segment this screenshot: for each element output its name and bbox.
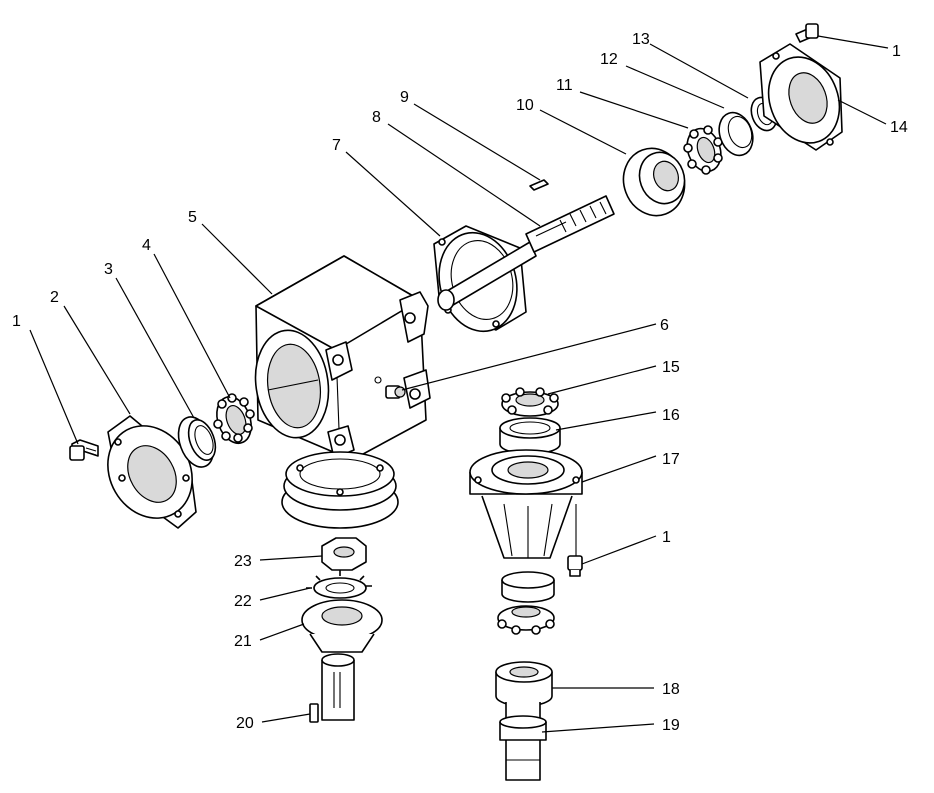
- leader-lines: [29, 35, 889, 733]
- output-shaft: [321, 653, 355, 721]
- callout-3: 3: [104, 261, 113, 278]
- key-lower: [309, 703, 319, 723]
- bolt-upper-right: [795, 23, 819, 43]
- pinion-bearing: [495, 661, 553, 707]
- gearbox-housing: [254, 255, 431, 461]
- callout-8: 8: [372, 109, 381, 126]
- output-flange: [281, 451, 399, 529]
- callout-15: 15: [662, 359, 680, 376]
- input-shaft: [437, 195, 615, 311]
- bearing-cup-left: [177, 416, 217, 468]
- callout-18: 18: [662, 681, 680, 698]
- hex-nut: [321, 537, 367, 571]
- plug: [385, 385, 406, 399]
- callout-labels: 1 2 3 4 5 6 7 8 9 10 11 12 13 1 14 15 16…: [12, 31, 908, 734]
- callout-7: 7: [332, 137, 341, 154]
- end-cover-left: [107, 415, 197, 529]
- callout-17: 17: [662, 451, 680, 468]
- callout-1-lower-right: 1: [662, 529, 671, 546]
- bearing-cup-lower-top: [499, 417, 561, 455]
- callout-11: 11: [556, 77, 573, 94]
- bolt-left: [69, 439, 99, 461]
- callout-23: 23: [234, 553, 252, 570]
- bearing-cone-left: [213, 393, 255, 445]
- callout-20: 20: [236, 715, 254, 732]
- callout-1-left: 1: [12, 313, 21, 330]
- callout-21: 21: [234, 633, 252, 650]
- callout-22: 22: [234, 593, 252, 610]
- callout-5: 5: [188, 209, 197, 226]
- pinion-shaft: [499, 702, 547, 781]
- callout-12: 12: [600, 51, 618, 68]
- hub: [301, 599, 383, 653]
- bearing-cup-lower-bottom: [501, 571, 555, 603]
- callout-1-upper-right: 1: [892, 43, 901, 60]
- callout-16: 16: [662, 407, 680, 424]
- callout-6: 6: [660, 317, 669, 334]
- key-upper: [529, 179, 549, 191]
- bearing-cone-upper: [683, 125, 723, 175]
- lower-housing: [469, 449, 583, 559]
- callout-10: 10: [516, 97, 534, 114]
- callout-2: 2: [50, 289, 59, 306]
- bearing-cone-lower-top: [501, 387, 559, 417]
- bolt-lower-right: [567, 504, 583, 577]
- seal-upper: [622, 147, 686, 217]
- bearing-cone-lower-bottom: [497, 605, 555, 635]
- callout-9: 9: [400, 89, 409, 106]
- end-cover-right: [759, 43, 843, 151]
- callout-19: 19: [662, 717, 680, 734]
- bearing-cup-upper: [718, 111, 754, 157]
- callout-4: 4: [142, 237, 151, 254]
- callout-14: 14: [890, 119, 908, 136]
- callout-13: 13: [632, 31, 650, 48]
